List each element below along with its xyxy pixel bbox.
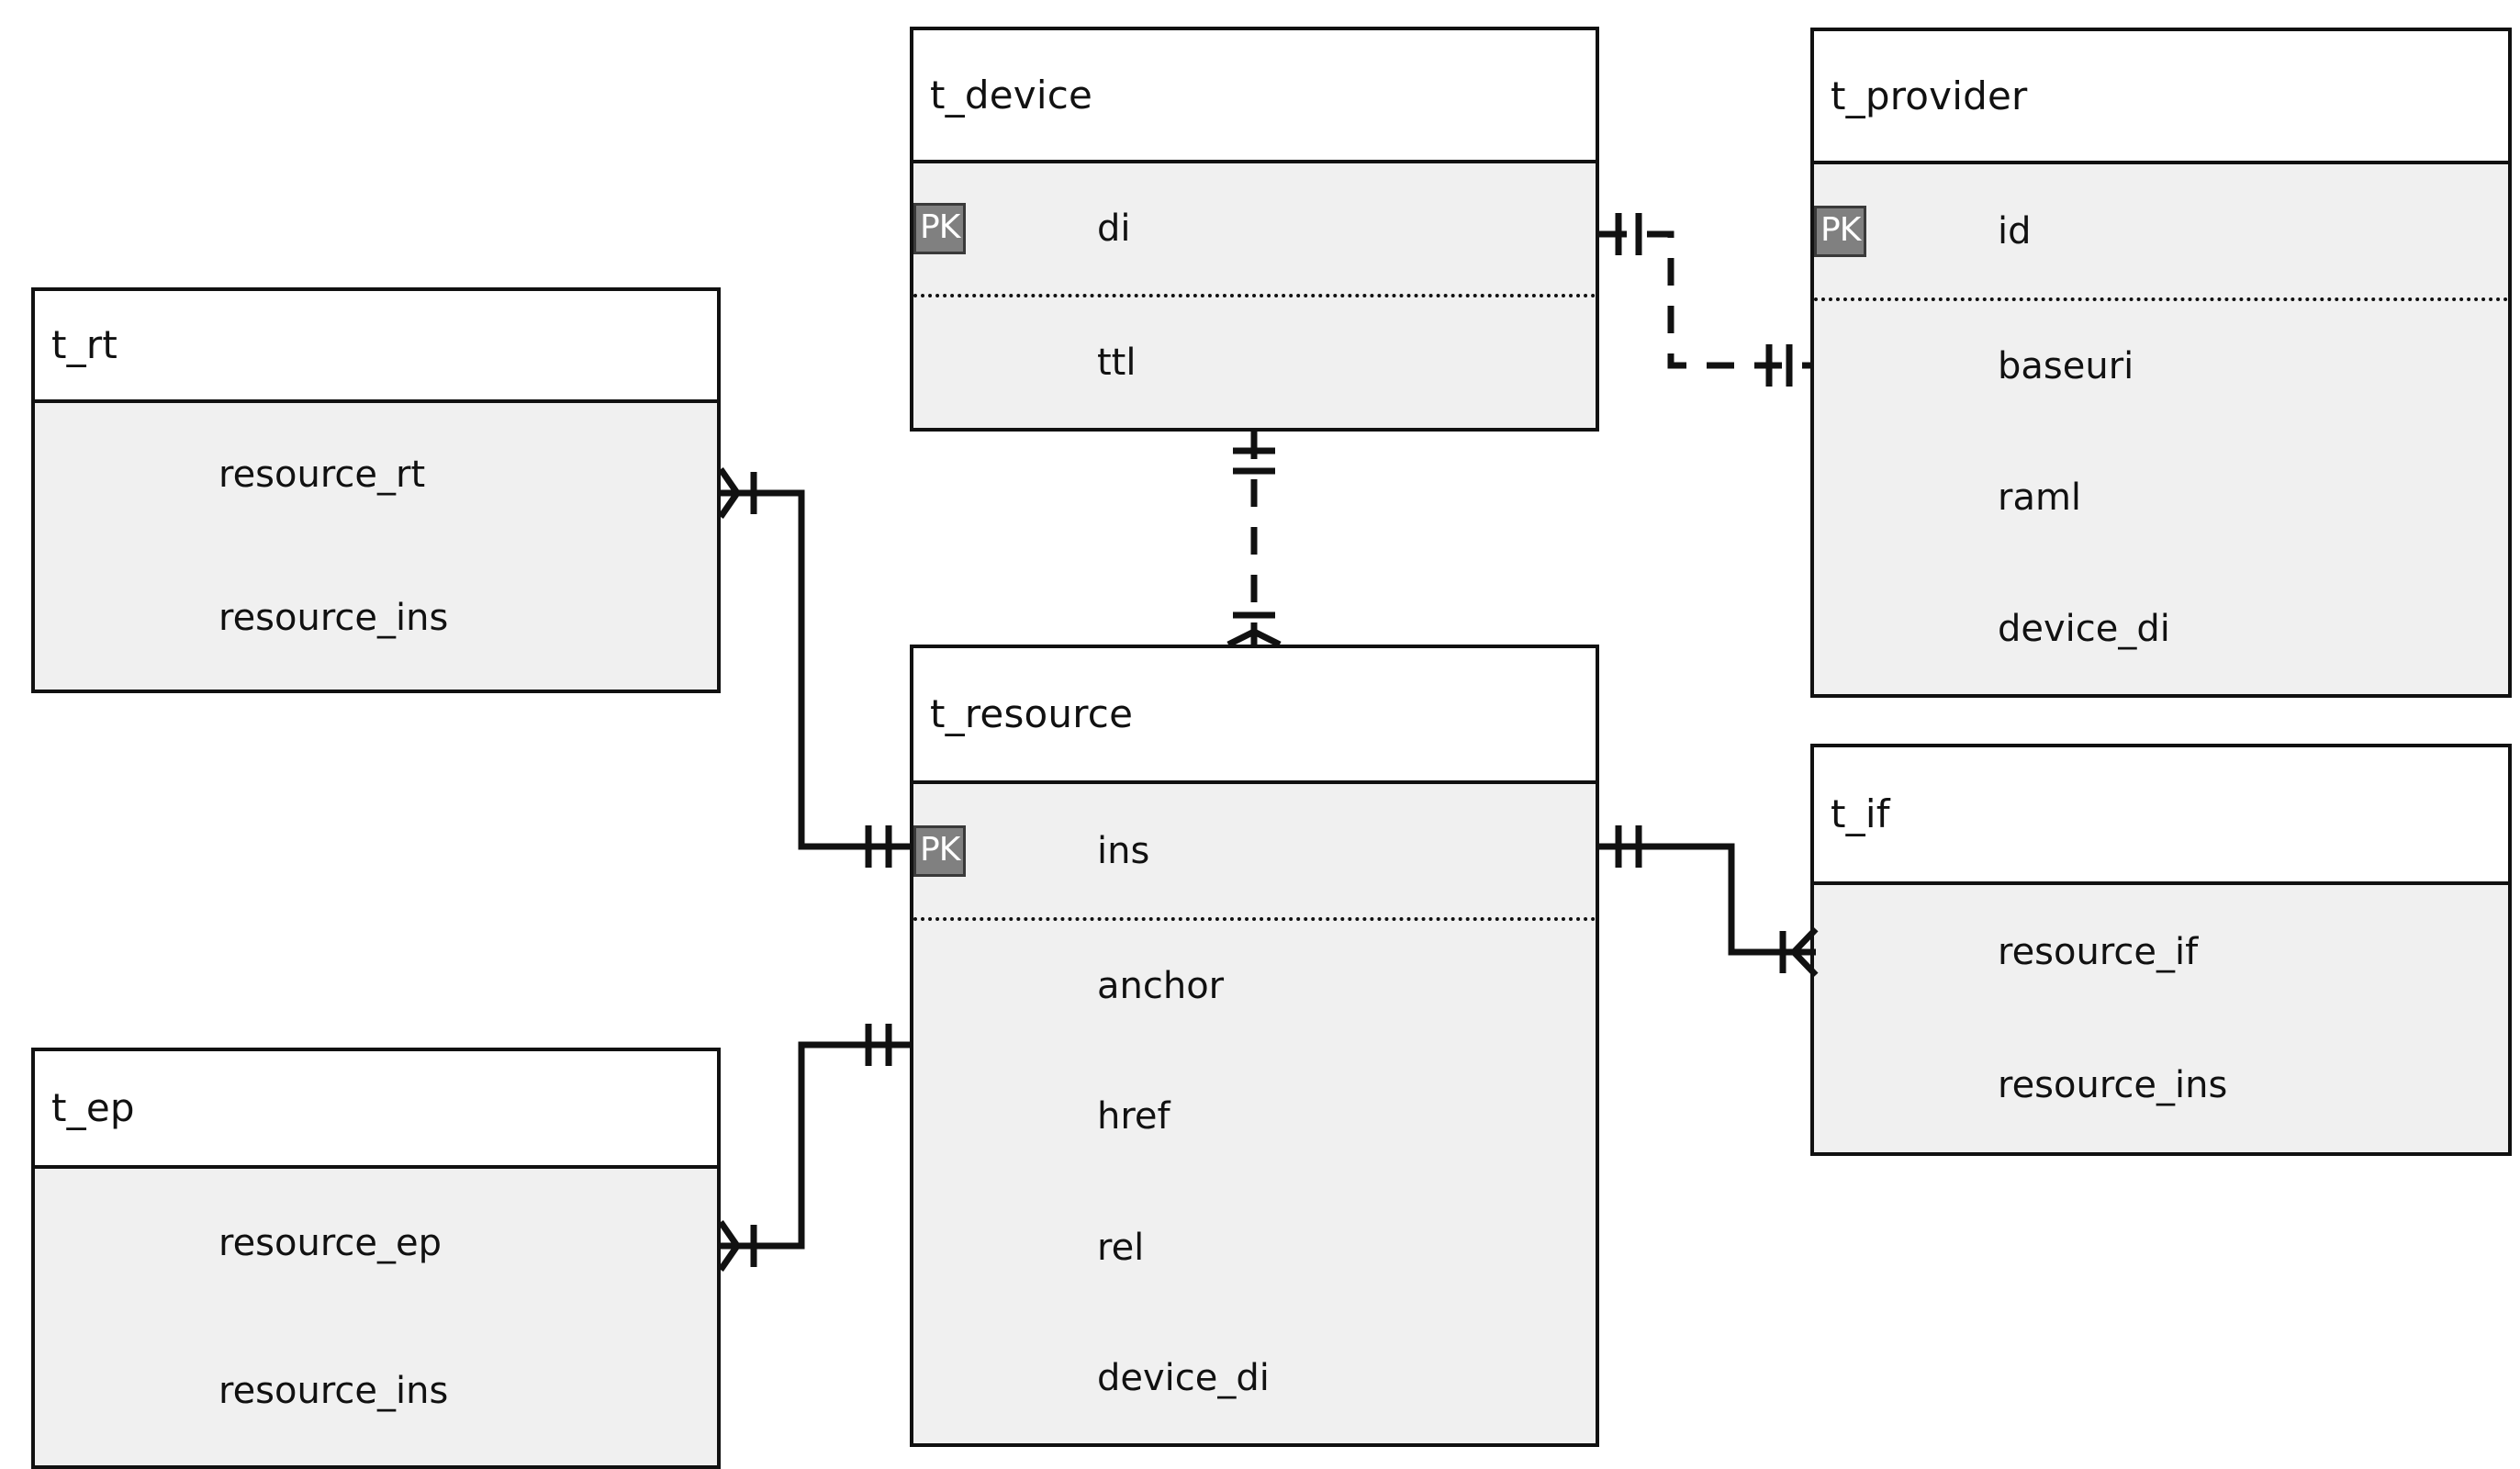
attribute-row[interactable]: ttl xyxy=(913,297,1596,428)
entity-t_if[interactable]: t_if resource_if resource_ins xyxy=(1810,744,2512,1156)
attribute-name: device_di xyxy=(1998,607,2170,650)
entity-header-t_resource: t_resource xyxy=(913,648,1596,784)
cardinality-one-or-many-icon xyxy=(718,1220,757,1272)
entity-title-t_ep: t_ep xyxy=(51,1085,135,1130)
pk-badge-icon: PK xyxy=(1814,205,1867,257)
entity-body-t_rt: resource_rt resource_ins xyxy=(35,403,717,690)
attribute-name: resource_if xyxy=(1998,930,2199,973)
cardinality-one-and-only-one-icon xyxy=(1615,213,1642,255)
attribute-row[interactable]: PK ins xyxy=(913,784,1596,921)
cardinality-one-and-only-one-icon xyxy=(865,1024,892,1066)
entity-header-t_if: t_if xyxy=(1814,747,2508,885)
attribute-row[interactable]: anchor xyxy=(913,921,1596,1051)
cardinality-one-or-many-icon xyxy=(718,467,757,519)
entity-t_rt[interactable]: t_rt resource_rt resource_ins xyxy=(31,287,721,693)
attribute-name: raml xyxy=(1998,477,2082,519)
entity-title-t_if: t_if xyxy=(1831,791,1890,836)
entity-t_device[interactable]: t_device PK di ttl xyxy=(910,27,1599,432)
attribute-name: baseuri xyxy=(1998,345,2134,388)
attribute-row[interactable]: device_di xyxy=(913,1313,1596,1443)
entity-title-t_rt: t_rt xyxy=(51,322,118,367)
relationship-ep-resource xyxy=(718,1024,910,1272)
attribute-row[interactable]: resource_ep xyxy=(35,1169,717,1318)
attribute-row[interactable]: resource_if xyxy=(1814,885,2508,1019)
entity-body-t_device: PK di ttl xyxy=(913,163,1596,428)
entity-header-t_ep: t_ep xyxy=(35,1051,717,1169)
attribute-name: resource_ins xyxy=(218,1370,449,1413)
cardinality-one-and-only-one-icon xyxy=(1233,447,1275,475)
attribute-row[interactable]: PK id xyxy=(1814,164,2508,301)
attribute-name: resource_ep xyxy=(218,1221,442,1264)
relationship-device-provider xyxy=(1599,213,1810,387)
entity-body-t_if: resource_if resource_ins xyxy=(1814,885,2508,1152)
attribute-row[interactable]: rel xyxy=(913,1183,1596,1313)
cardinality-one-or-many-icon xyxy=(1226,611,1282,648)
entity-body-t_provider: PK id baseuri raml device_di xyxy=(1814,164,2508,694)
entity-header-t_provider: t_provider xyxy=(1814,31,2508,164)
attribute-name: ttl xyxy=(1097,342,1137,384)
attribute-name: device_di xyxy=(1097,1356,1270,1399)
attribute-row[interactable]: raml xyxy=(1814,432,2508,564)
attribute-row[interactable]: href xyxy=(913,1051,1596,1182)
attribute-row[interactable]: resource_ins xyxy=(35,1318,717,1466)
entity-t_resource[interactable]: t_resource PK ins anchor href rel device… xyxy=(910,645,1599,1447)
entity-title-t_resource: t_resource xyxy=(930,691,1134,736)
entity-body-t_resource: PK ins anchor href rel device_di xyxy=(913,784,1596,1443)
attribute-row[interactable]: resource_ins xyxy=(1814,1019,2508,1153)
attribute-name: anchor xyxy=(1097,965,1225,1008)
attribute-name: id xyxy=(1998,209,2032,252)
attribute-row[interactable]: baseuri xyxy=(1814,301,2508,432)
entity-header-t_device: t_device xyxy=(913,30,1596,163)
attribute-row[interactable]: resource_rt xyxy=(35,403,717,546)
cardinality-one-and-only-one-icon xyxy=(1615,825,1642,868)
entity-title-t_provider: t_provider xyxy=(1831,73,2028,118)
attribute-name: rel xyxy=(1097,1226,1145,1269)
entity-title-t_device: t_device xyxy=(930,72,1093,118)
cardinality-one-and-only-one-icon xyxy=(865,825,892,868)
entity-body-t_ep: resource_ep resource_ins xyxy=(35,1169,717,1465)
attribute-name: resource_rt xyxy=(218,454,426,496)
attribute-name: resource_ins xyxy=(1998,1064,2228,1107)
pk-badge-icon: PK xyxy=(913,203,967,254)
attribute-row[interactable]: device_di xyxy=(1814,563,2508,694)
attribute-name: href xyxy=(1097,1095,1170,1138)
attribute-name: di xyxy=(1097,207,1131,250)
attribute-name: ins xyxy=(1097,829,1150,872)
relationship-rt-resource xyxy=(718,467,910,868)
relationship-device-resource xyxy=(1226,432,1282,648)
entity-t_ep[interactable]: t_ep resource_ep resource_ins xyxy=(31,1048,721,1469)
entity-t_provider[interactable]: t_provider PK id baseuri raml device_di xyxy=(1810,28,2512,698)
attribute-name: resource_ins xyxy=(218,597,449,639)
cardinality-one-and-only-one-icon xyxy=(1765,344,1793,387)
entity-header-t_rt: t_rt xyxy=(35,291,717,403)
relationship-resource-if xyxy=(1599,825,1819,978)
attribute-row[interactable]: PK di xyxy=(913,163,1596,297)
pk-badge-icon: PK xyxy=(913,824,967,877)
attribute-row[interactable]: resource_ins xyxy=(35,546,717,690)
